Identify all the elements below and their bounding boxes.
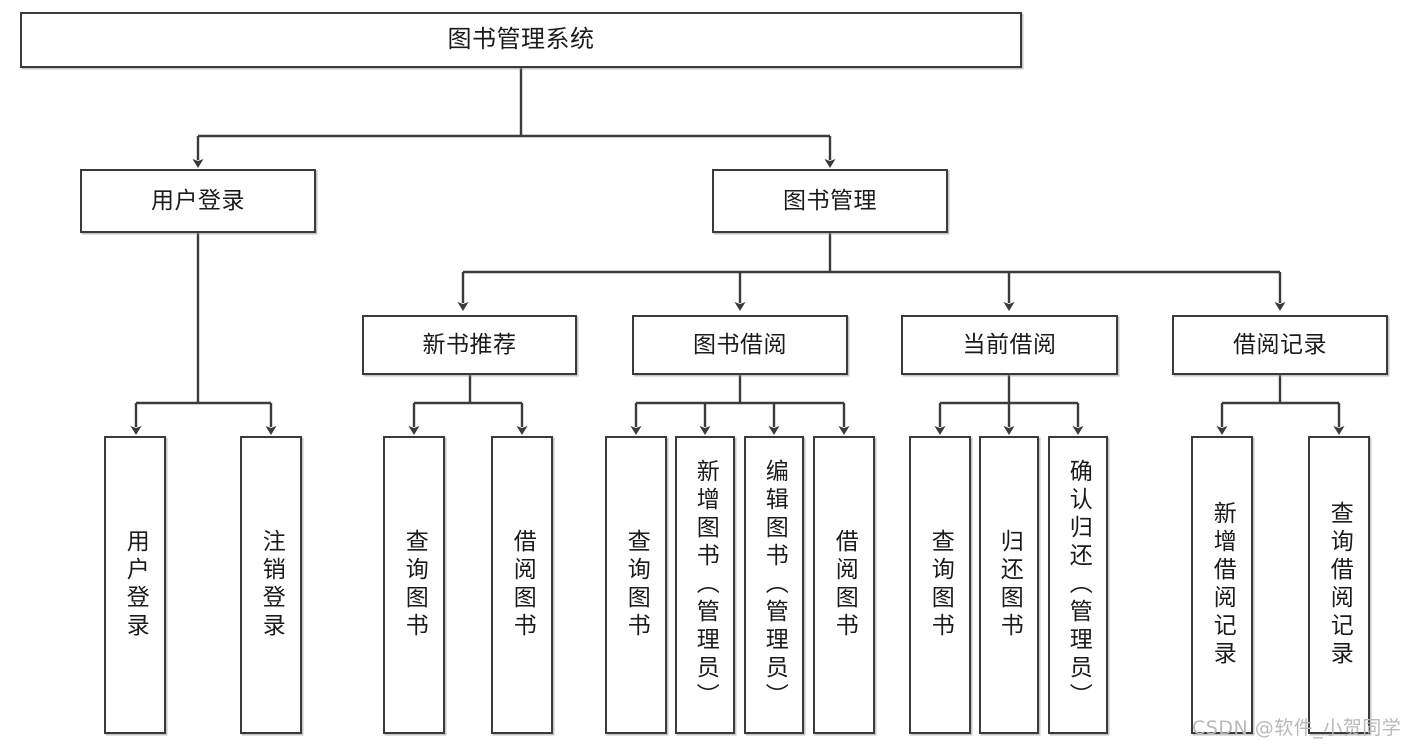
leaf-current-borrow-return[interactable]: 归还图书: [979, 436, 1039, 734]
leaf-current-borrow-query[interactable]: 查询图书: [909, 436, 971, 734]
leaf-book-borrow-query[interactable]: 查询图书: [605, 436, 667, 734]
node-label: 查询图书: [401, 529, 428, 641]
leaf-new-book-borrow[interactable]: 借阅图书: [491, 436, 553, 734]
leaf-borrow-record-add[interactable]: 新增借阅记录: [1191, 436, 1253, 734]
node-label: 查询图书: [623, 529, 650, 641]
node-book-management[interactable]: 图书管理: [712, 169, 948, 233]
node-label: 图书管理: [783, 187, 877, 214]
leaf-book-borrow-edit[interactable]: 编辑图书（管理员）: [744, 436, 804, 734]
node-label: 新增借阅记录: [1209, 501, 1236, 669]
node-label: 借阅图书: [509, 529, 536, 641]
leaf-user-login-login[interactable]: 用户登录: [104, 436, 166, 734]
node-label: 查询借阅记录: [1326, 501, 1353, 669]
node-label: 新增图书（管理员）: [692, 459, 719, 711]
node-label: 查询图书: [927, 529, 954, 641]
node-label: 确认归还（管理员）: [1065, 459, 1092, 711]
node-label: 注销登录: [258, 529, 285, 641]
node-borrow-record[interactable]: 借阅记录: [1172, 315, 1388, 375]
node-label: 借阅记录: [1233, 331, 1327, 358]
node-root-system[interactable]: 图书管理系统: [20, 12, 1022, 68]
node-label: 图书借阅: [693, 331, 787, 358]
leaf-book-borrow-borrow[interactable]: 借阅图书: [813, 436, 875, 734]
node-label: 归还图书: [996, 529, 1023, 641]
node-label: 用户登录: [122, 529, 149, 641]
node-label: 当前借阅: [962, 331, 1057, 358]
node-label: 编辑图书（管理员）: [761, 459, 788, 711]
node-label: 借阅图书: [831, 529, 858, 641]
node-user-login[interactable]: 用户登录: [80, 169, 316, 233]
leaf-borrow-record-query[interactable]: 查询借阅记录: [1308, 436, 1370, 734]
node-label: 新书推荐: [422, 331, 517, 358]
node-book-borrow[interactable]: 图书借阅: [632, 315, 848, 375]
node-label: 用户登录: [151, 187, 245, 214]
node-label: 图书管理系统: [447, 25, 595, 54]
node-current-borrow[interactable]: 当前借阅: [901, 315, 1118, 375]
leaf-book-borrow-add[interactable]: 新增图书（管理员）: [675, 436, 735, 734]
node-new-book-recommend[interactable]: 新书推荐: [362, 315, 577, 375]
leaf-user-login-logout[interactable]: 注销登录: [240, 436, 302, 734]
leaf-new-book-query[interactable]: 查询图书: [383, 436, 445, 734]
leaf-current-borrow-confirm[interactable]: 确认归还（管理员）: [1048, 436, 1108, 734]
